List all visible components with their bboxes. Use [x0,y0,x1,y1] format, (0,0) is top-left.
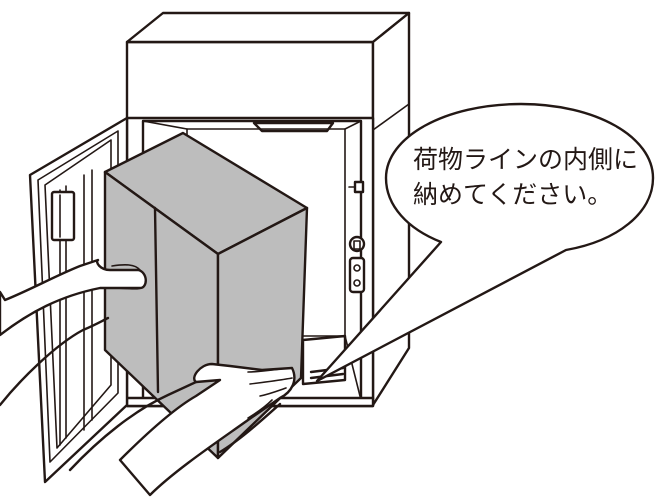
callout-bubble-shape [315,102,655,383]
cabinet-lid-top [125,11,411,44]
interior-latch-icon [348,180,365,194]
package-box [103,131,309,460]
handle-icon [348,256,366,294]
lid-handle [252,121,335,133]
cabinet-lid-front [125,40,375,132]
door-handle [50,190,76,242]
hands-holding-package [0,258,296,497]
right-arm [118,362,296,497]
open-door [28,116,129,484]
callout-bubble: 荷物ラインの内側に 納めてください。 [315,102,655,383]
door-inner-panel [37,130,119,463]
left-arm [0,258,147,337]
lock-icon [348,235,366,253]
callout-text-line1: 荷物ラインの内側に [413,145,638,174]
callout-text-line2: 納めてください。 [413,180,612,209]
